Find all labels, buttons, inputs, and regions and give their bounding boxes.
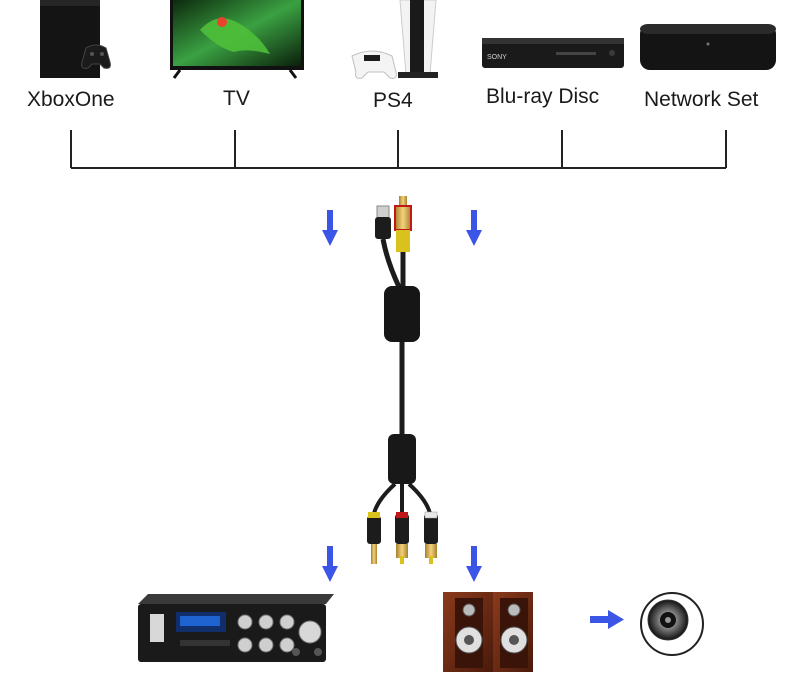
- amplifier-icon: [138, 594, 334, 662]
- rca-white-plug: [424, 511, 438, 564]
- cable-assembly: [367, 196, 438, 564]
- network-box-icon: [640, 24, 776, 70]
- label-xboxone: XboxOne: [27, 88, 115, 111]
- gamepad-icon: [81, 44, 111, 69]
- arrow-down-icon: [466, 210, 482, 246]
- label-bluray: Blu-ray Disc: [486, 85, 600, 108]
- controller-icon: [351, 50, 397, 79]
- xbox-console-icon: [40, 0, 111, 78]
- usb-plug: [375, 205, 391, 239]
- aux-plug: [367, 512, 381, 564]
- label-tv: TV: [223, 87, 250, 110]
- label-ps4: PS4: [373, 89, 413, 112]
- bluray-player-icon: SONY: [482, 38, 624, 68]
- ps-console-icon: [351, 0, 438, 79]
- coaxial-plug: [394, 196, 412, 252]
- arrow-right-icon: [590, 610, 624, 629]
- optical-port-icon: [640, 592, 704, 656]
- bluray-brand: SONY: [487, 54, 507, 61]
- converter-box: [384, 286, 420, 342]
- tv-icon: [170, 0, 304, 79]
- label-network-set: Network Set: [644, 88, 759, 111]
- speakers-icon: [443, 592, 533, 672]
- arrow-down-icon: [466, 546, 482, 582]
- arrow-down-icon: [322, 546, 338, 582]
- arrow-down-icon: [322, 210, 338, 246]
- rca-red-plug: [395, 512, 409, 564]
- source-bracket: [70, 130, 727, 169]
- ferrite-core: [388, 434, 416, 484]
